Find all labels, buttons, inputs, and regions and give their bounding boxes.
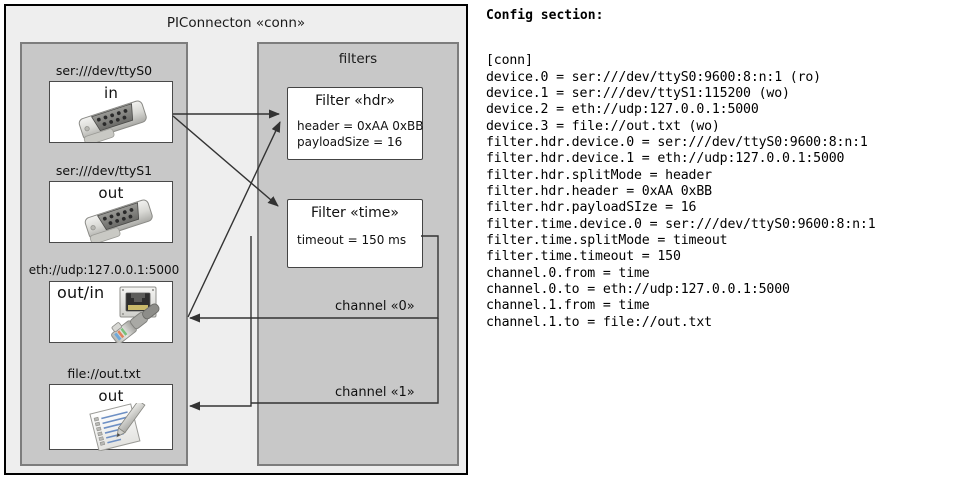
ethernet-jack-icon <box>104 285 170 347</box>
filter-box-time[interactable]: Filter «time» timeout = 150 ms <box>287 199 423 268</box>
diagram-frame: PIConnecton «conn» ser:///dev/ttyS0 in <box>4 4 468 475</box>
config-heading: Config section: <box>486 8 604 23</box>
filter-prop-payloadsize: payloadSize = 16 <box>297 135 403 149</box>
devices-panel: ser:///dev/ttyS0 in <box>20 42 188 466</box>
device-box-eth[interactable]: out/in <box>49 281 173 345</box>
channel-label-1: channel «1» <box>335 385 415 400</box>
device-label-eth: eth://udp:127.0.0.1:5000 <box>28 263 180 277</box>
device-label-ttys0: ser:///dev/ttyS0 <box>55 63 153 78</box>
filters-panel-title: filters <box>338 51 378 67</box>
filters-panel: filters Filter «hdr» header = 0xAA 0xBB … <box>257 42 459 466</box>
filter-prop-header: header = 0xAA 0xBB <box>297 119 424 133</box>
filter-title-time: Filter «time» <box>311 205 399 221</box>
device-box-ttys1[interactable]: out <box>49 181 173 246</box>
device-box-ttys0[interactable]: in <box>49 81 173 146</box>
diagram-title: PIConnecton «conn» <box>166 15 306 31</box>
device-label-file: file://out.txt <box>67 366 141 381</box>
device-direction-eth: out/in <box>57 283 105 302</box>
filter-title-hdr: Filter «hdr» <box>315 93 395 109</box>
filter-box-hdr[interactable]: Filter «hdr» header = 0xAA 0xBB payloadS… <box>287 87 423 160</box>
text-document-icon <box>88 399 154 455</box>
device-box-file[interactable]: out <box>49 384 173 452</box>
device-direction-ttys0: in <box>103 84 119 102</box>
serial-port-icon <box>80 198 160 246</box>
serial-port-icon <box>74 100 154 146</box>
config-section: Config section: [conn] device.0 = ser://… <box>482 0 964 484</box>
device-label-ttys1: ser:///dev/ttyS1 <box>55 163 153 178</box>
channel-label-0: channel «0» <box>335 299 415 314</box>
filter-prop-timeout: timeout = 150 ms <box>297 233 407 247</box>
connector-channel-1 <box>189 236 252 411</box>
device-direction-file: out <box>98 387 124 405</box>
device-direction-ttys1: out <box>98 184 124 202</box>
config-body: [conn] device.0 = ser:///dev/ttyS0:9600:… <box>486 53 876 330</box>
